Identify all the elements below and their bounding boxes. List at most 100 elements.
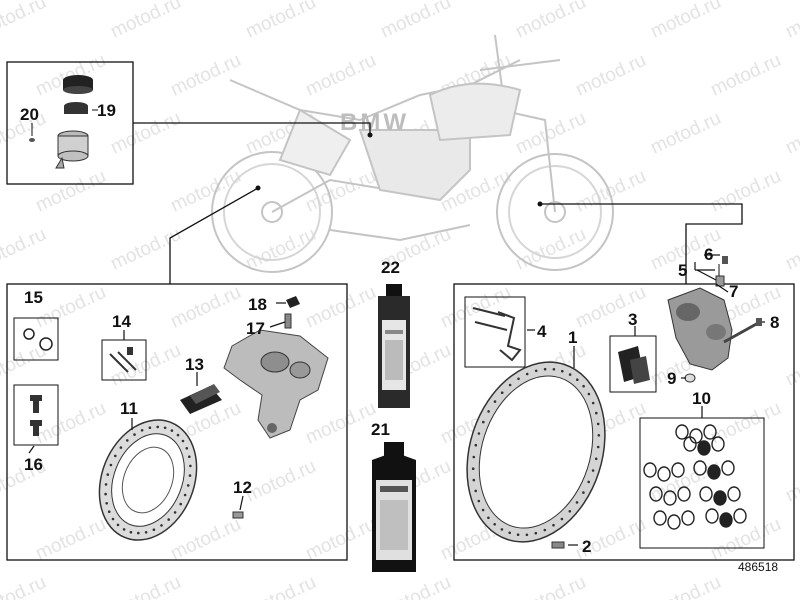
watermark-text: motod.ru	[108, 572, 185, 600]
disc-hole	[576, 378, 579, 382]
watermark-text: motod.ru	[243, 0, 320, 43]
disc-hole	[508, 383, 512, 387]
part-label-12[interactable]: 12	[233, 478, 252, 497]
bleed-valve-box	[13, 384, 59, 446]
watermark-text: motod.ru	[648, 0, 725, 43]
disc-hole	[163, 426, 167, 430]
disc-hole	[596, 445, 600, 449]
part-label-7[interactable]: 7	[729, 282, 738, 301]
disc-hole	[575, 501, 579, 504]
part-label-2[interactable]: 2	[582, 537, 591, 556]
disc-hole	[104, 483, 108, 486]
part-label-13[interactable]: 13	[185, 355, 204, 374]
watermark-text: motod.ru	[108, 224, 185, 275]
disc-hole	[170, 429, 174, 432]
disc-hole	[188, 474, 192, 477]
watermark-text: motod.ru	[783, 108, 800, 159]
watermark-text: motod.ru	[303, 50, 380, 101]
watermark-text: motod.ru	[648, 456, 725, 507]
part-label-17[interactable]: 17	[246, 319, 265, 338]
watermark-text: motod.ru	[0, 224, 49, 275]
watermark-text: motod.ru	[708, 514, 785, 565]
disc-hole	[474, 443, 478, 447]
seal-ring	[707, 464, 721, 480]
seal-ring	[697, 440, 711, 456]
part-label-15[interactable]: 15	[24, 288, 43, 307]
seal-ring	[677, 486, 691, 502]
part-label-20[interactable]: 20	[20, 105, 39, 124]
watermark-text: motod.ru	[783, 0, 800, 43]
seal-kit-icon	[643, 424, 747, 530]
disc-hole	[493, 400, 497, 403]
part-label-5[interactable]: 5	[678, 261, 687, 280]
watermark-text: motod.ru	[513, 0, 590, 43]
spring-kit-icon	[472, 307, 522, 362]
oring-box	[13, 317, 59, 361]
spray-can-icon	[378, 284, 410, 408]
disc-hole	[179, 502, 182, 506]
part-label-14[interactable]: 14	[112, 312, 131, 331]
seal-ring	[649, 486, 663, 502]
watermark-text: motod.ru	[378, 572, 455, 600]
part-label-18[interactable]: 18	[248, 295, 267, 314]
disc-hole	[148, 426, 152, 430]
watermark-text: motod.ru	[513, 572, 590, 600]
disc-hole	[104, 492, 107, 496]
pin-kit-icon	[109, 347, 137, 373]
front-disc-bolt-icon	[551, 541, 565, 549]
part-label-21[interactable]: 21	[371, 420, 390, 439]
disc-hole	[122, 528, 126, 531]
front-bleed-screw-icon	[715, 256, 728, 287]
part-label-4[interactable]: 4	[537, 322, 547, 341]
part-label-16[interactable]: 16	[24, 455, 43, 474]
disc-hole	[160, 524, 163, 527]
part-label-9[interactable]: 9	[667, 369, 676, 388]
watermark-text: motod.ru	[573, 282, 650, 333]
seal-ring	[721, 460, 735, 476]
seal-ring	[699, 486, 713, 502]
connector-lines	[133, 122, 743, 284]
caliper-bolt-icon	[723, 318, 762, 344]
disc-hole	[137, 531, 140, 535]
watermark-text: motod.ru	[783, 224, 800, 275]
disc-hole	[119, 446, 123, 449]
watermark-text: motod.ru	[303, 166, 380, 217]
part-label-10[interactable]: 10	[692, 389, 711, 408]
disc-hole	[105, 502, 108, 505]
seal-ring	[733, 508, 747, 524]
disc-hole	[591, 401, 595, 405]
seal-ring	[713, 490, 727, 506]
seal-ring	[719, 512, 733, 528]
seal-ring	[643, 462, 657, 478]
part-label-6[interactable]: 6	[704, 245, 713, 264]
part-label-1[interactable]: 1	[568, 328, 577, 347]
part-label-22[interactable]: 22	[381, 258, 400, 277]
part-label-3[interactable]: 3	[628, 310, 637, 329]
disc-hole	[477, 432, 481, 435]
watermark-text: motod.ru	[708, 398, 785, 449]
disc-hole	[487, 410, 490, 413]
disc-hole	[543, 367, 547, 371]
watermark-text: motod.ru	[303, 398, 380, 449]
disc-hole	[186, 484, 190, 487]
disc-hole	[543, 528, 547, 532]
bleed-valve-icon	[30, 395, 42, 436]
watermark-text: motod.ru	[783, 456, 800, 507]
part-label-8[interactable]: 8	[770, 313, 779, 332]
watermark-text: motod.ru	[708, 50, 785, 101]
disc-hole	[152, 528, 156, 531]
disc-hole	[597, 434, 601, 437]
seal-ring	[711, 436, 725, 452]
reservoir-body-icon	[55, 130, 89, 169]
disc-hole	[156, 425, 159, 429]
disc-hole	[106, 473, 110, 476]
part-label-11[interactable]: 11	[120, 399, 138, 418]
watermark-text: motod.ru	[573, 166, 650, 217]
disc-hole	[561, 369, 564, 373]
front-pads-icon	[618, 346, 650, 384]
watermark-text: motod.ru	[33, 514, 110, 565]
disc-bolt-icon	[232, 511, 244, 519]
seal-ring	[681, 510, 695, 526]
seal-ring	[703, 424, 717, 440]
part-label-19[interactable]: 19	[97, 101, 116, 120]
